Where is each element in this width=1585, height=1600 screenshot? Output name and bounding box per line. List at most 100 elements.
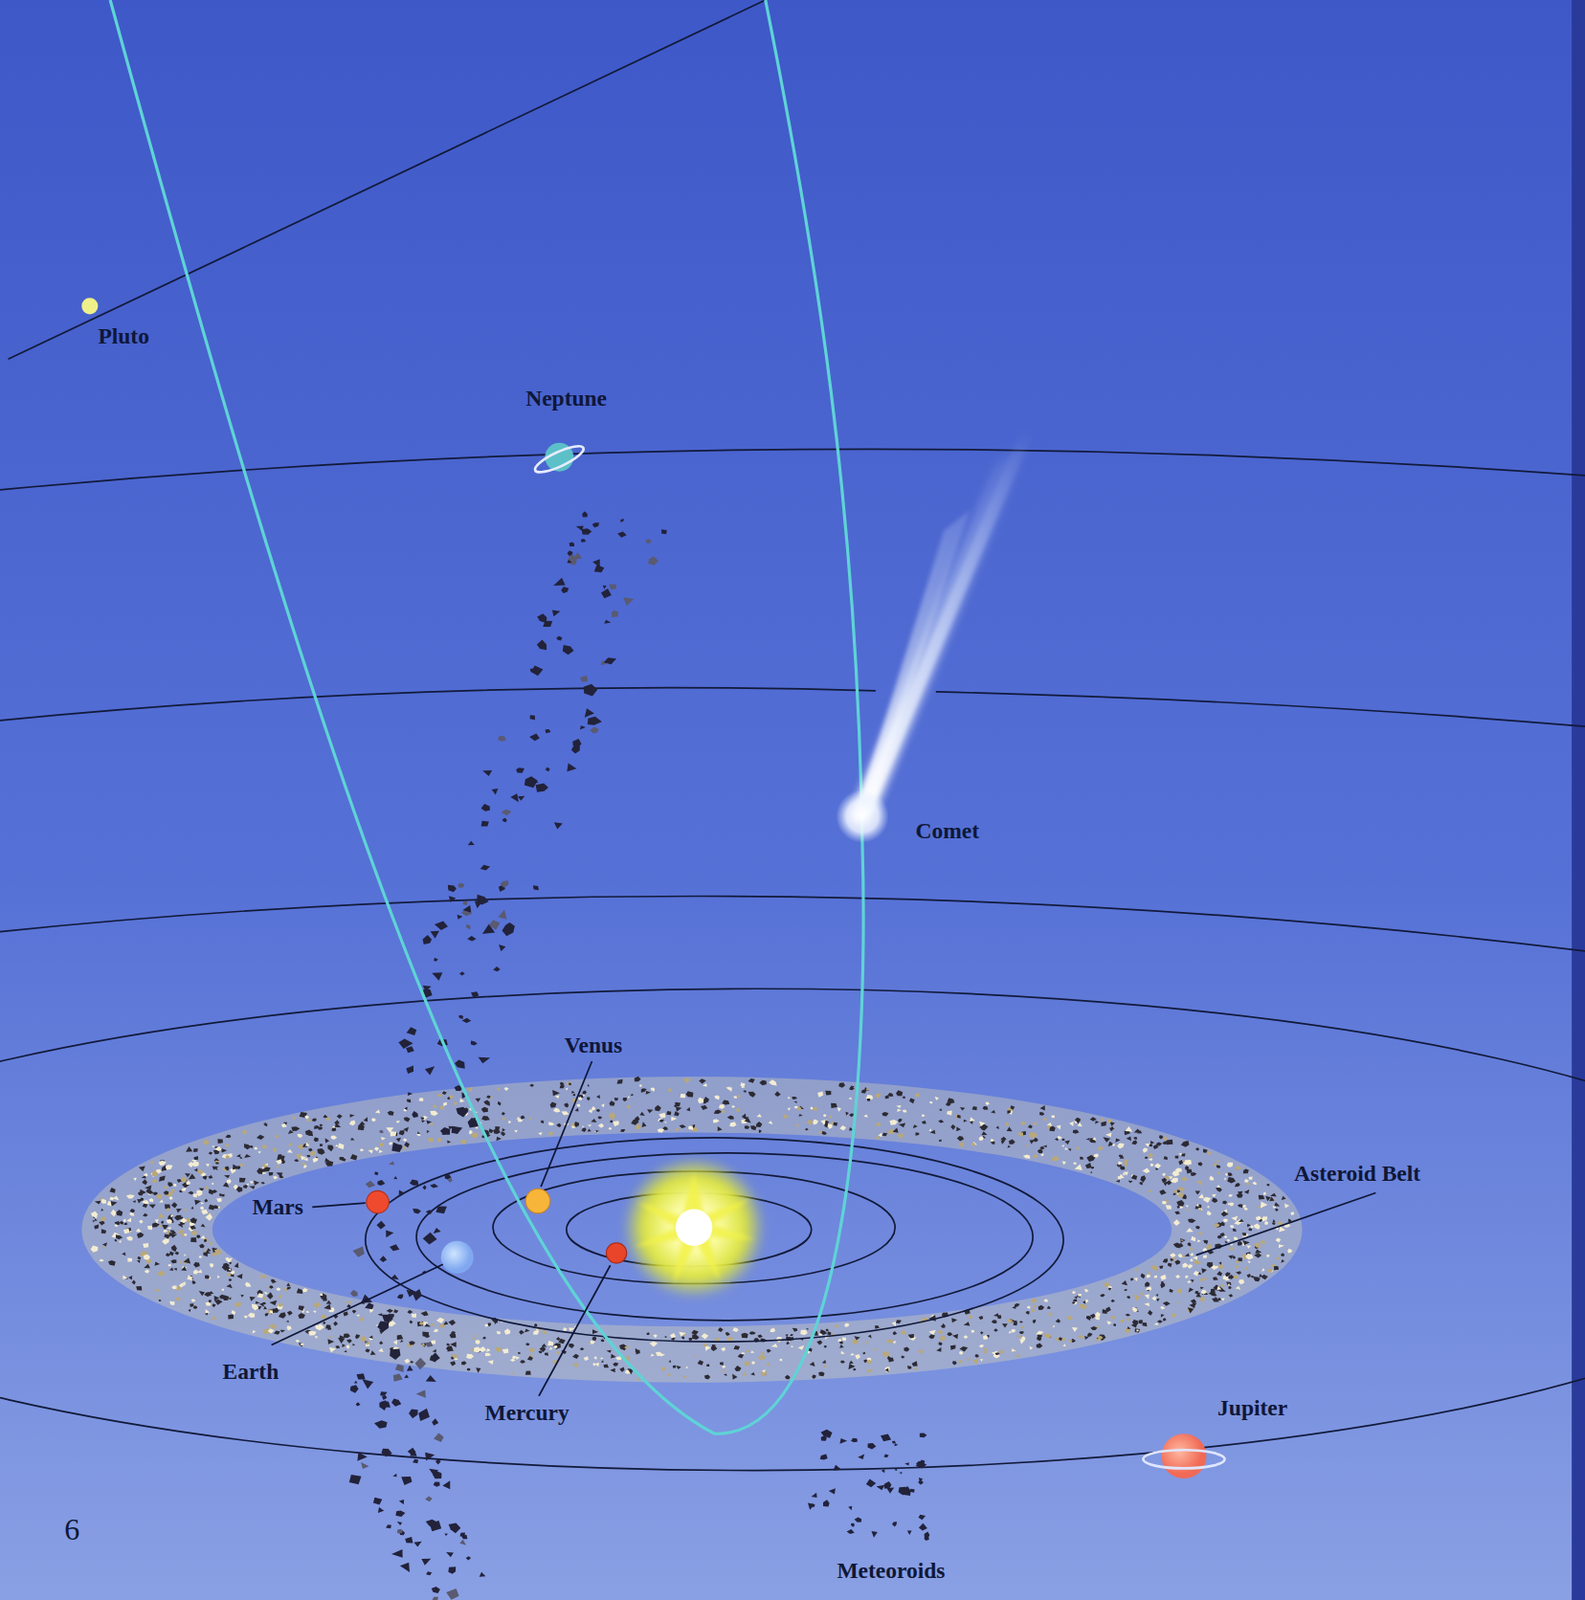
asteroid: [694, 1355, 698, 1358]
asteroid: [1155, 1294, 1159, 1297]
asteroid: [143, 1173, 149, 1178]
asteroid: [706, 1363, 710, 1367]
asteroid: [253, 1180, 260, 1185]
asteroid: [1188, 1287, 1195, 1293]
asteroid: [821, 1131, 826, 1136]
asteroid: [909, 1098, 916, 1105]
asteroid: [809, 1106, 814, 1111]
asteroid: [750, 1372, 756, 1376]
asteroid: [1228, 1247, 1234, 1251]
asteroid: [896, 1108, 901, 1113]
asteroid: [1173, 1219, 1181, 1227]
meteoroid: [915, 1461, 923, 1469]
asteroid: [512, 1356, 517, 1361]
asteroid: [358, 1318, 363, 1322]
asteroid: [737, 1354, 745, 1359]
asteroid: [983, 1348, 989, 1352]
asteroid: [682, 1376, 687, 1380]
asteroid: [1105, 1132, 1112, 1138]
meteoroid: [820, 1454, 828, 1461]
asteroid: [333, 1321, 338, 1327]
meteoroid: [560, 586, 569, 594]
asteroid: [165, 1252, 171, 1257]
asteroid: [1044, 1298, 1049, 1302]
meteoroid: [425, 1209, 433, 1215]
asteroid: [1021, 1336, 1026, 1340]
asteroid: [334, 1144, 339, 1147]
asteroid: [287, 1311, 293, 1317]
meteoroid: [918, 1477, 923, 1483]
meteoroid: [545, 767, 551, 773]
asteroid: [586, 1096, 590, 1101]
asteroid: [1122, 1172, 1129, 1177]
asteroid: [635, 1123, 642, 1130]
asteroid: [1224, 1241, 1228, 1245]
asteroid: [959, 1351, 963, 1356]
meteoroid: [898, 1487, 907, 1496]
asteroid: [1071, 1291, 1076, 1295]
meteoroid: [447, 1178, 453, 1183]
meteoroid: [412, 1459, 419, 1464]
asteroid: [679, 1124, 687, 1129]
asteroid: [1121, 1280, 1128, 1286]
asteroid: [1117, 1176, 1122, 1180]
asteroid: [935, 1096, 939, 1101]
asteroid: [142, 1243, 149, 1249]
asteroid: [1227, 1286, 1231, 1290]
asteroid: [1201, 1268, 1207, 1274]
asteroid: [748, 1092, 757, 1098]
asteroid: [158, 1299, 162, 1302]
asteroid: [844, 1323, 849, 1328]
asteroid: [163, 1190, 170, 1195]
asteroid: [518, 1330, 525, 1336]
asteroid: [1246, 1246, 1251, 1250]
asteroid: [854, 1354, 861, 1361]
asteroid: [138, 1220, 144, 1225]
asteroid: [1100, 1294, 1105, 1297]
asteroid: [901, 1095, 906, 1099]
asteroid: [790, 1345, 794, 1348]
asteroid: [1242, 1240, 1250, 1246]
meteoroid: [425, 1375, 437, 1383]
asteroid: [1111, 1299, 1116, 1303]
meteoroid: [412, 1208, 422, 1214]
meteoroid: [462, 905, 471, 914]
asteroid: [1215, 1187, 1223, 1193]
asteroid: [418, 1097, 424, 1102]
asteroid: [137, 1256, 142, 1260]
asteroid: [874, 1135, 879, 1139]
asteroid: [1167, 1263, 1173, 1268]
asteroid: [1218, 1264, 1225, 1271]
asteroid: [169, 1267, 174, 1271]
asteroid: [204, 1213, 213, 1222]
asteroid: [959, 1346, 969, 1352]
asteroid: [667, 1373, 671, 1377]
meteoroid: [457, 915, 464, 920]
asteroid: [265, 1163, 268, 1167]
asteroid: [1216, 1184, 1221, 1188]
asteroid: [729, 1121, 737, 1127]
asteroid: [1074, 1147, 1080, 1151]
meteoroid: [898, 1472, 902, 1474]
asteroid: [588, 1341, 591, 1344]
asteroid: [805, 1119, 813, 1125]
asteroid: [793, 1328, 799, 1333]
asteroid: [1196, 1204, 1200, 1207]
asteroid: [1221, 1210, 1229, 1217]
asteroid: [609, 1120, 613, 1124]
asteroid: [267, 1292, 274, 1300]
meteoroid: [603, 657, 617, 665]
asteroid: [601, 1339, 605, 1342]
asteroid: [540, 1120, 544, 1124]
asteroid: [437, 1138, 443, 1142]
asteroid: [587, 1124, 592, 1127]
asteroid: [658, 1113, 666, 1119]
asteroid: [957, 1136, 964, 1142]
asteroid: [1077, 1294, 1082, 1297]
asteroid: [1148, 1189, 1153, 1193]
asteroid: [411, 1313, 417, 1318]
asteroid: [203, 1292, 212, 1297]
asteroid: [219, 1294, 226, 1300]
asteroid: [467, 1354, 474, 1359]
asteroid: [1087, 1333, 1093, 1338]
